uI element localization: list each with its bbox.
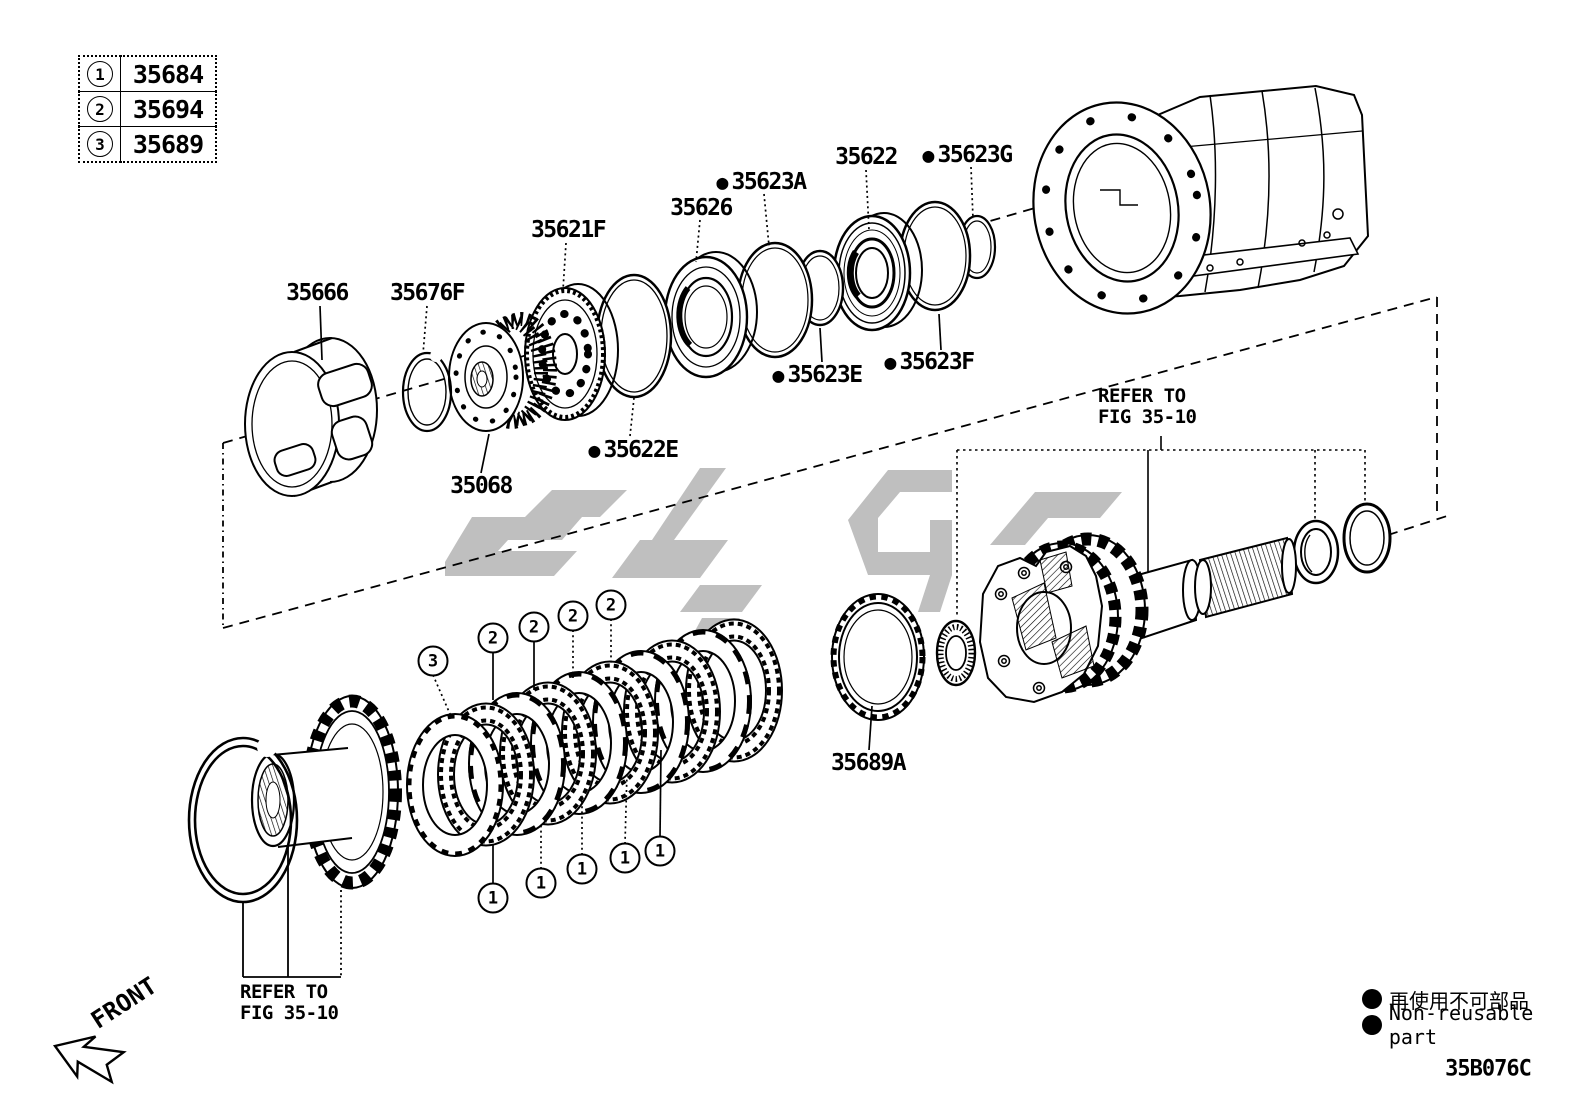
thrust-washer-drawing — [1292, 519, 1340, 585]
planetary-carrier-drawing — [978, 532, 1149, 704]
callout-circle: 2 — [87, 96, 113, 122]
part-number: 35068 — [450, 473, 513, 499]
plate-35622E-drawing — [595, 273, 673, 399]
legend-text-en: Non-reusable part — [1388, 1001, 1534, 1049]
drum-35622-drawing — [832, 212, 923, 332]
part-number: 35623A — [731, 169, 807, 195]
non-reusable-bullet-icon: ● — [922, 143, 935, 167]
oring-rear-drawing — [1342, 502, 1392, 574]
callout-circle-1[interactable]: 1 — [609, 842, 641, 874]
leader-lines — [319, 166, 974, 884]
callout-circle-1[interactable]: 1 — [525, 867, 557, 899]
part-number: 35622 — [835, 144, 898, 170]
part-number-cell: 35694 — [120, 91, 217, 127]
part-number: 35689A — [830, 750, 907, 776]
clutch-pack-drawing — [406, 618, 783, 857]
non-reusable-bullet-icon: ● — [588, 438, 601, 462]
non-reusable-bullet-icon: ● — [716, 170, 729, 194]
part-number: 35626 — [670, 195, 733, 221]
non-reusable-bullet-icon — [1362, 989, 1382, 1035]
part-number: 35623F — [899, 349, 975, 375]
part-label-35621F[interactable]: 35621F — [530, 217, 607, 243]
part-label-35622[interactable]: 35622 — [835, 144, 898, 170]
refer-bracket-bottom-left — [242, 847, 342, 978]
snap-ring-35676F-drawing — [401, 350, 453, 433]
callout-circle: 1 — [87, 61, 113, 87]
part-label-35626[interactable]: 35626 — [670, 195, 733, 221]
table-row[interactable]: 2 35694 — [78, 91, 217, 127]
brake-drum-35666-drawing — [244, 337, 378, 497]
legend-text-jp: 再使用不可部品 — [1389, 988, 1529, 1013]
part-label-35666[interactable]: 35666 — [286, 280, 349, 306]
table-row[interactable]: 1 35684 — [78, 55, 217, 92]
part-number: 35623G — [937, 142, 1013, 168]
callout-circle-1[interactable]: 1 — [644, 835, 676, 867]
callout-circle-1[interactable]: 1 — [477, 882, 509, 914]
part-number: 35621F — [530, 217, 607, 243]
callout-circle-3[interactable]: 3 — [417, 645, 449, 677]
part-label-35676F[interactable]: 35676F — [389, 280, 466, 306]
part-number-cell: 35689 — [120, 126, 217, 163]
callout-circle: 3 — [87, 131, 113, 157]
callout-circle-2[interactable]: 2 — [477, 622, 509, 654]
non-reusable-bullet-icon: ● — [884, 350, 897, 374]
refer-bracket-right — [956, 436, 1366, 618]
non-reusable-bullet-icon: ● — [772, 363, 785, 387]
callout-circle-2[interactable]: 2 — [518, 611, 550, 643]
drawing-code: 35B076C — [1445, 1056, 1532, 1082]
sprag-clutch-35068-drawing — [448, 312, 557, 432]
part-label-35068[interactable]: 35068 — [450, 473, 513, 499]
part-label-35622E[interactable]: ●35622E — [588, 437, 679, 463]
part-label-35623E[interactable]: ●35623E — [772, 362, 863, 388]
gear-35689A-drawing — [830, 593, 926, 721]
callout-circle-2[interactable]: 2 — [557, 600, 589, 632]
part-label-35623F[interactable]: ●35623F — [884, 349, 975, 375]
callout-circle-2[interactable]: 2 — [595, 589, 627, 621]
part-number-cell: 35684 — [120, 55, 217, 92]
part-number: 35622E — [603, 437, 679, 463]
part-number: 35623E — [787, 362, 863, 388]
bearing-ring-drawing — [935, 619, 977, 687]
ring-35623A-drawing — [736, 241, 814, 359]
non-reusable-legend: 再使用不可部品 Non-reusable part — [1358, 986, 1592, 1050]
part-label-35689A[interactable]: 35689A — [830, 750, 907, 776]
part-number: 35666 — [286, 280, 349, 306]
ring-35623F-drawing — [898, 200, 972, 312]
legend-table: 1 35684 2 35694 3 35689 — [78, 55, 217, 163]
front-direction-arrow-icon — [52, 1035, 127, 1085]
part-label-35623A[interactable]: ●35623A — [716, 169, 807, 195]
part-label-35623G[interactable]: ●35623G — [922, 142, 1013, 168]
table-row[interactable]: 3 35689 — [78, 126, 217, 163]
transmission-case-drawing — [1032, 84, 1370, 315]
part-number: 35676F — [389, 280, 466, 306]
one-way-clutch-drawing — [250, 694, 402, 890]
callout-circle-1[interactable]: 1 — [566, 853, 598, 885]
